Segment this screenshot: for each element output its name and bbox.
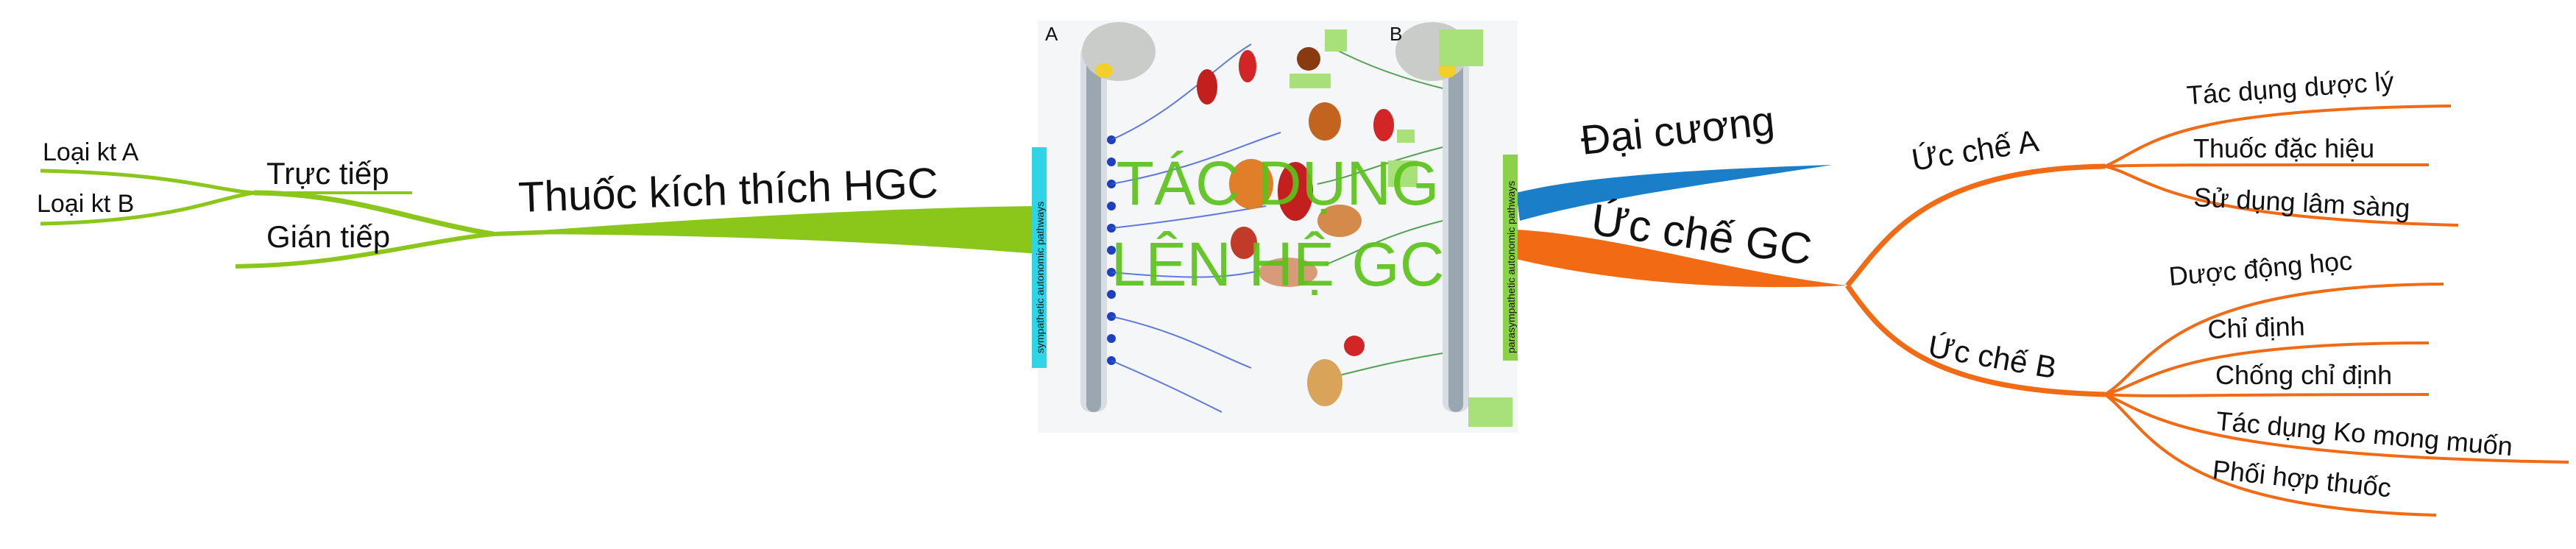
panel-b-label: B [1390,23,1402,45]
topic-uc-che-b[interactable]: Ức chế B [1925,329,2059,386]
branch-chi-dinh [2104,341,2430,396]
branch-loai-kt-b [40,191,255,226]
topic-tac-dung-duoc-ly[interactable]: Tác dụng dược lý [2186,65,2395,110]
topic-chong-chi-dinh[interactable]: Chống chỉ định [2215,360,2392,390]
branch-uc-che-gc [1516,230,1847,288]
topic-loai-kt-b[interactable]: Loại kt B [37,190,134,218]
branch-tac-dung-duoc-ly [2104,105,2452,168]
center-title-line2: LÊN HỆ GC [1111,230,1445,299]
branch-gian-tiep [235,232,494,269]
branch-tac-dung-ko-mong-muon [2104,393,2569,464]
branch-chong-chi-dinh [2104,393,2430,397]
center-image: A B sympathetic autonomic pathways paras… [1032,21,1518,433]
topic-dai-cuong[interactable]: Đại cương [1579,97,1777,163]
topic-thuoc-dac-hieu[interactable]: Thuốc đặc hiệu [2193,133,2374,163]
parasympathetic-pathways-tag: parasympathetic autonomic pathways [1505,181,1517,353]
topic-gian-tiep[interactable]: Gián tiếp [266,219,390,254]
right-branch-group [1516,105,2569,517]
topic-truc-tiep[interactable]: Trực tiếp [266,156,389,191]
topic-duoc-dong-hoc[interactable]: Dược động học [2168,245,2353,291]
panel-a-label: A [1045,23,1058,45]
topic-su-dung-lam-sang[interactable]: Sử dụng lâm sàng [2193,182,2411,223]
sympathetic-pathways-tag: sympathetic autonomic pathways [1034,202,1046,353]
branch-su-dung-lam-sang [2104,165,2459,227]
topic-phoi-hop-thuoc[interactable]: Phối hợp thuốc [2211,454,2393,503]
branch-uc-che-b [1845,284,2106,397]
branch-dai-cuong [1516,165,1833,221]
branch-thuoc-dac-hieu [2104,163,2430,168]
underline-thuoc-kich-thich [492,215,980,236]
branch-loai-kt-a [40,169,255,195]
topic-uc-che-a[interactable]: Ức chế A [1909,123,2041,177]
left-branch-group [40,169,1038,269]
topic-loai-kt-a[interactable]: Loại kt A [43,138,139,166]
branch-duoc-dong-hoc [2103,283,2444,396]
branch-uc-che-a [1845,163,2106,288]
center-title-line1: TÁC DỤNG [1117,149,1440,218]
branch-phoi-hop-thuoc [2103,393,2437,517]
topic-chi-dinh[interactable]: Chỉ định [2207,311,2305,344]
